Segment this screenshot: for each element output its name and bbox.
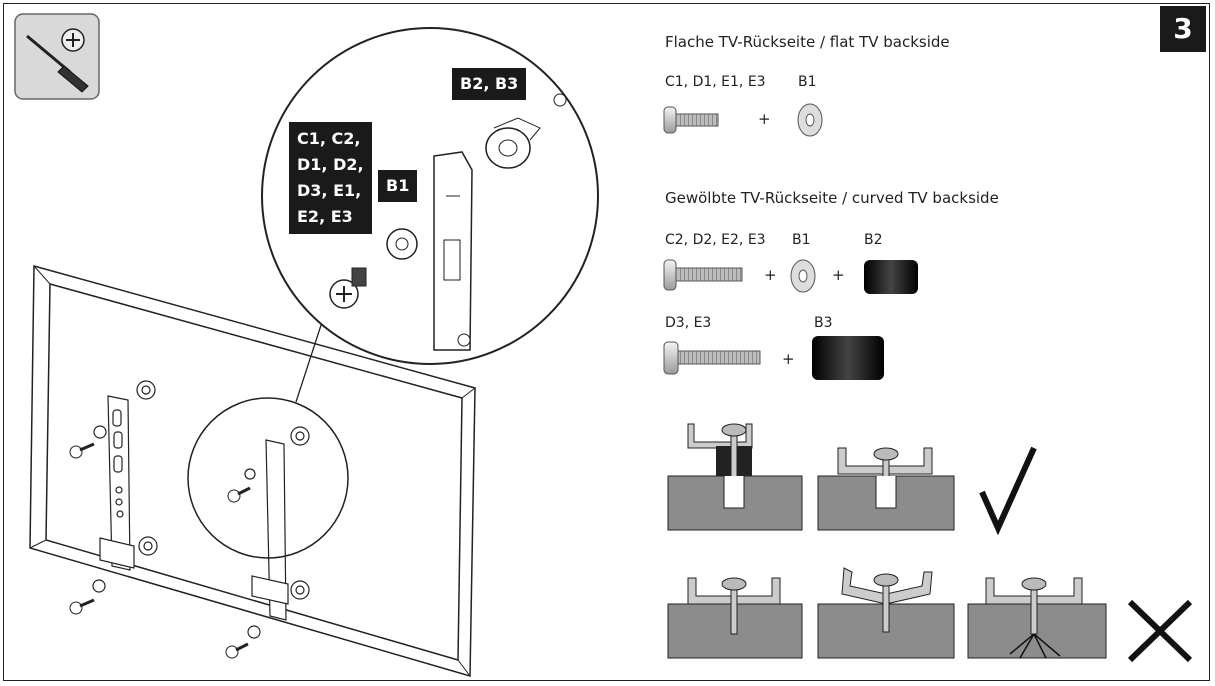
- curved-spacer-label-1: B2: [864, 232, 883, 248]
- checkmark-icon: [979, 446, 1037, 536]
- flat-screw-row: [663, 103, 823, 137]
- curved-screw-label-2: D3, E3: [665, 315, 712, 331]
- curved-screw-label-1: C2, D2, E2, E3: [665, 232, 766, 248]
- step-number-badge: 3: [1160, 6, 1206, 52]
- screws-exploded: [69, 442, 251, 659]
- cross-icon: [1127, 599, 1193, 663]
- screwdriver-icon: [14, 13, 100, 100]
- wrong-example-1: [667, 577, 803, 659]
- flat-section-title: Flache TV-Rückseite / flat TV backside: [665, 33, 950, 51]
- curved-section-title: Gewölbte TV-Rückseite / curved TV backsi…: [665, 189, 999, 207]
- correct-example-spacer: [667, 423, 803, 531]
- right-wall-bracket: [244, 426, 310, 639]
- flat-washer-label: B1: [798, 74, 817, 90]
- screw-callout-label: C1, C2, D1, D2, D3, E1, E2, E3: [289, 122, 372, 234]
- curved-spacer-label-2: B3: [814, 315, 833, 331]
- wrong-example-2: [817, 567, 955, 659]
- left-wall-bracket: [92, 380, 158, 593]
- flat-plus: +: [758, 110, 771, 128]
- washer-callout-label: B1: [378, 170, 418, 202]
- curved-plus-2: +: [832, 266, 845, 284]
- spacer-callout-label: B2, B3: [452, 68, 527, 100]
- detail-magnified-circle: [261, 27, 599, 365]
- flat-screw-label: C1, D1, E1, E3: [665, 74, 766, 90]
- curved-plus-3: +: [782, 350, 795, 368]
- detail-zoom-circle: [187, 397, 349, 559]
- correct-example-flat: [817, 447, 955, 531]
- curved-washer-label: B1: [792, 232, 811, 248]
- curved-plus-1: +: [764, 266, 777, 284]
- curved-screw-row-1: [663, 259, 918, 294]
- wrong-example-3: [967, 577, 1107, 659]
- curved-screw-row-2: [663, 336, 884, 380]
- callout-line: [295, 315, 325, 403]
